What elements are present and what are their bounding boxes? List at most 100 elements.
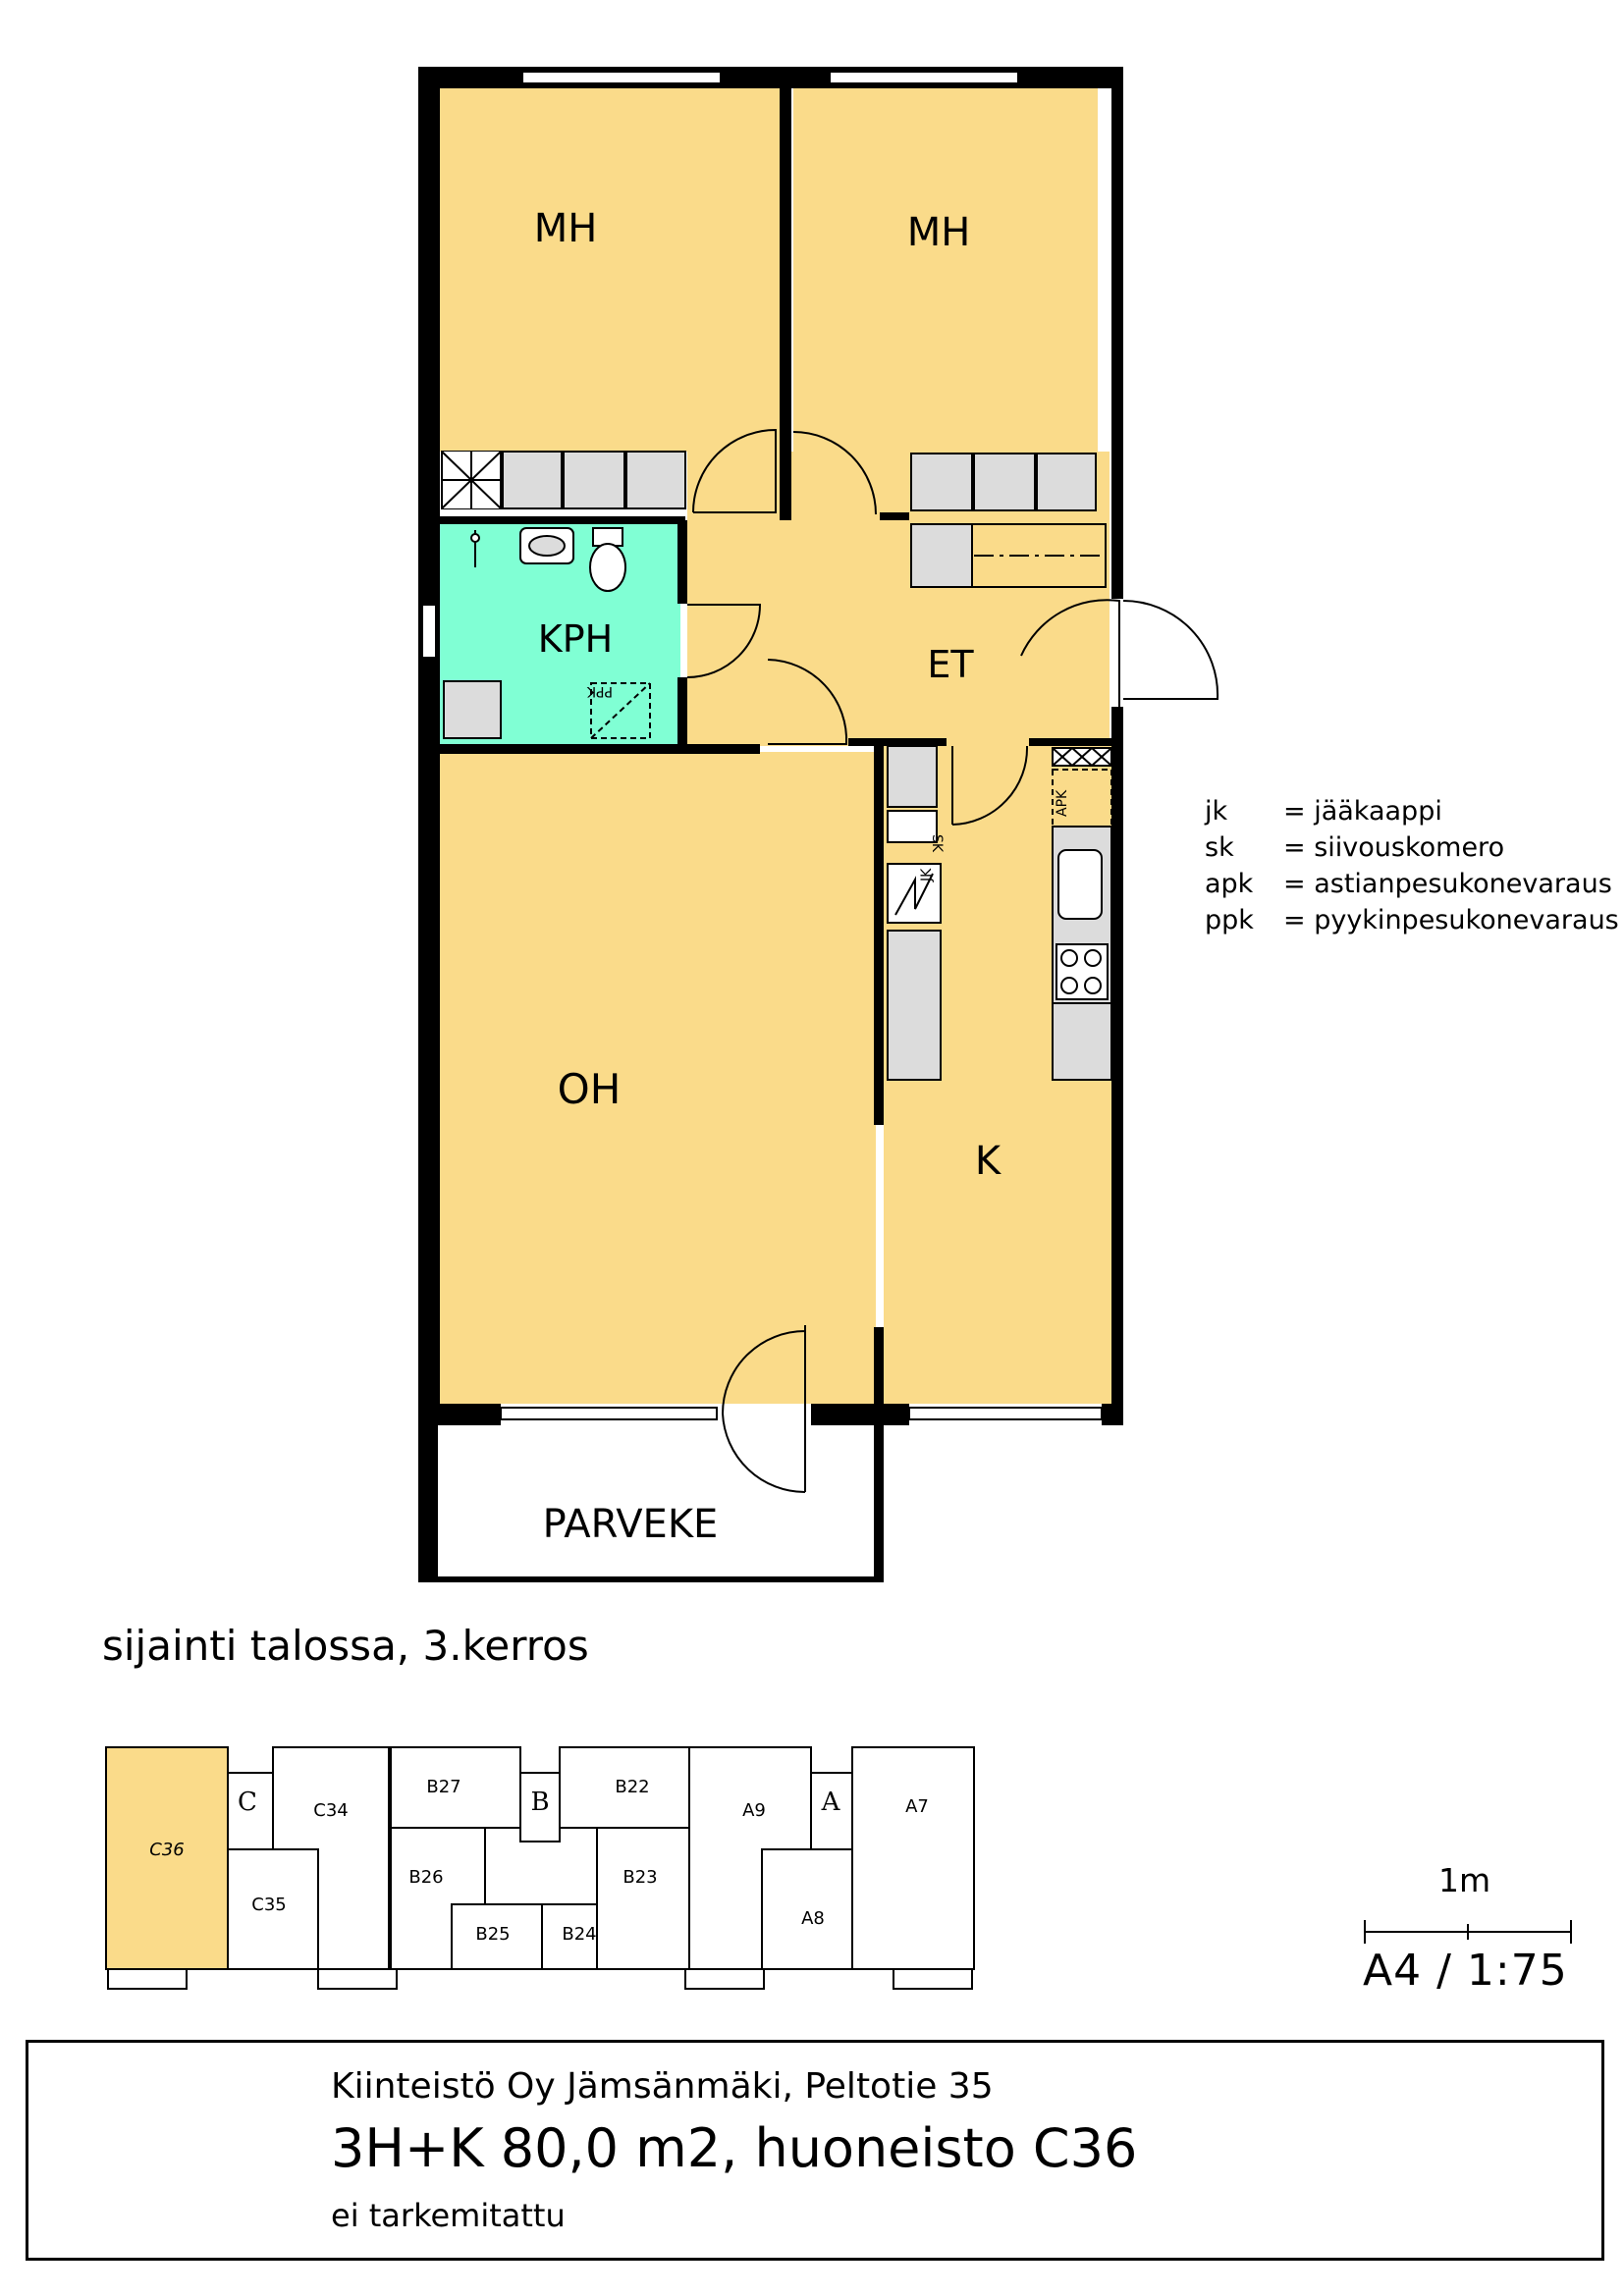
- wall-outer-bottom-left: [418, 1404, 501, 1425]
- room-label-oh: OH: [558, 1065, 622, 1113]
- cabinets: [443, 451, 1112, 1081]
- site-label-b25: B25: [475, 1924, 510, 1945]
- site-label-stair-c: C: [238, 1788, 257, 1817]
- room-label-mh-left: MH: [534, 206, 598, 251]
- wall-outer-right-lower: [1111, 707, 1123, 1425]
- window-oh: [500, 1407, 718, 1420]
- site-unit-c35: [227, 1848, 319, 1970]
- legend-row: sk= siivouskomero: [1205, 829, 1619, 866]
- cabinet-mh-left-2: [563, 451, 625, 509]
- wall-outer-left: [418, 67, 440, 1425]
- cabinet-mh-right-3: [1036, 453, 1097, 511]
- door-kph: [686, 604, 762, 678]
- floor-mh-right: [793, 88, 1098, 516]
- cabinet-hall-1: [910, 523, 973, 588]
- legend-value: = jääkaappi: [1283, 796, 1442, 827]
- site-unit-a7: [851, 1746, 975, 1970]
- title-block: Kiinteistö Oy Jämsänmäki, Peltotie 35 3H…: [26, 2040, 1604, 2261]
- cabinet-k-top: [887, 745, 938, 808]
- door-k: [951, 745, 1029, 826]
- wall-outer-bottom-right: [1102, 1404, 1123, 1425]
- sink-bowl-icon: [528, 535, 566, 557]
- legend-row: jk= jääkaappi: [1205, 793, 1619, 829]
- cabinet-mh-right-1: [910, 453, 973, 511]
- room-label-mh-right: MH: [907, 210, 971, 255]
- site-plan-labels: C36 C34 C35 B27 B22 B26 B23 B25 B24 A9 A…: [149, 1777, 929, 1945]
- bathroom-fixtures: [470, 527, 651, 739]
- site-label-stair-a: A: [821, 1788, 841, 1817]
- wall-oh-top: [440, 744, 760, 754]
- fixture-labels: SK JK APK PPK: [586, 683, 1070, 882]
- site-label-a9: A9: [742, 1800, 766, 1821]
- scale-bar: [1364, 1920, 1572, 1944]
- scale-ratio: A4 / 1:75: [1363, 1946, 1568, 1996]
- cabinet-k-right: [1052, 1000, 1112, 1081]
- wall-balcony-left: [418, 1425, 438, 1582]
- stove-burner-1-icon: [1060, 949, 1078, 967]
- linen-cupboards: [441, 451, 1112, 767]
- site-stair-b: [519, 1772, 561, 1842]
- linen-cupboard-mh-cross: [441, 451, 502, 509]
- washer-reservation-diagonal: [590, 682, 651, 739]
- door-balcony: [722, 1325, 806, 1494]
- stove-burner-2-icon: [1084, 949, 1102, 967]
- site-label-b27: B27: [426, 1777, 460, 1797]
- dishwasher-reservation: [1052, 769, 1112, 828]
- fixture-label-ppk: PPK: [586, 683, 613, 699]
- site-label-c36: C36: [149, 1840, 184, 1860]
- title-block-note: ei tarkemitattu: [331, 2197, 566, 2234]
- stove-burner-3-icon: [1060, 977, 1078, 994]
- fixture-label-apk: APK: [1055, 789, 1070, 817]
- window-kph: [421, 604, 437, 659]
- site-unit-b23: [596, 1827, 690, 1970]
- room-label-kph: KPH: [538, 617, 613, 661]
- legend-key: ppk: [1205, 905, 1254, 935]
- wall-mh-right-bottom: [880, 512, 909, 520]
- door-front: [1020, 599, 1219, 707]
- window-mh-right: [829, 71, 1019, 84]
- room-labels: MH MH KPH ET OH K PARVEKE: [534, 206, 1002, 1547]
- room-label-parveke: PARVEKE: [543, 1502, 719, 1547]
- legend-key: apk: [1205, 869, 1254, 899]
- scale-label: 1m: [1438, 1861, 1491, 1899]
- wall-oh-k-divider-low: [874, 1327, 884, 1415]
- washer-reservation: [590, 682, 651, 739]
- room-label-et: ET: [927, 643, 974, 686]
- title-block-address: Kiinteistö Oy Jämsänmäki, Peltotie 35: [331, 2066, 994, 2107]
- site-stair-c: [227, 1772, 274, 1850]
- site-unit-a8: [761, 1848, 853, 1970]
- fixture-label-jk: JK: [919, 868, 935, 882]
- wall-kph-right-low: [677, 677, 687, 746]
- window-mh-left: [521, 71, 722, 84]
- cabinet-mh-left-3: [625, 451, 686, 509]
- wall-outer-bottom-mid: [811, 1404, 909, 1425]
- wall-k-top-right: [1029, 738, 1115, 746]
- wall-kph-top: [440, 516, 685, 524]
- cabinet-kph: [443, 680, 502, 739]
- fridge-symbol: [894, 873, 934, 916]
- floor-mh-left: [440, 88, 785, 452]
- legend-value: = pyykinpesukonevaraus: [1283, 905, 1619, 935]
- cleaning-closet: [887, 810, 938, 843]
- site-label-b24: B24: [562, 1924, 596, 1945]
- legend-value: = astianpesukonevaraus: [1283, 869, 1612, 899]
- stove-burner-4-icon: [1084, 977, 1102, 994]
- cabinet-mh-left-1: [502, 451, 563, 509]
- location-text: sijainti talossa, 3.kerros: [102, 1622, 589, 1670]
- site-foot-1: [107, 1968, 188, 1990]
- wall-balcony-bottom: [418, 1576, 884, 1582]
- wall-oh-k-divider: [874, 746, 884, 1125]
- site-plan: [105, 1746, 975, 1990]
- cabinet-mh-right-2: [973, 453, 1036, 511]
- door-mh-left: [692, 428, 777, 513]
- site-label-a8: A8: [801, 1908, 825, 1929]
- wall-k-top-left: [848, 738, 947, 746]
- site-label-b22: B22: [615, 1777, 649, 1797]
- site-unit-c36: [105, 1746, 229, 1970]
- legend-row: apk = astianpesukonevaraus: [1205, 866, 1619, 902]
- wall-outer-right: [1111, 67, 1123, 599]
- windows: [421, 71, 1103, 1420]
- site-foot-4: [893, 1968, 973, 1990]
- doors: [686, 428, 1219, 1494]
